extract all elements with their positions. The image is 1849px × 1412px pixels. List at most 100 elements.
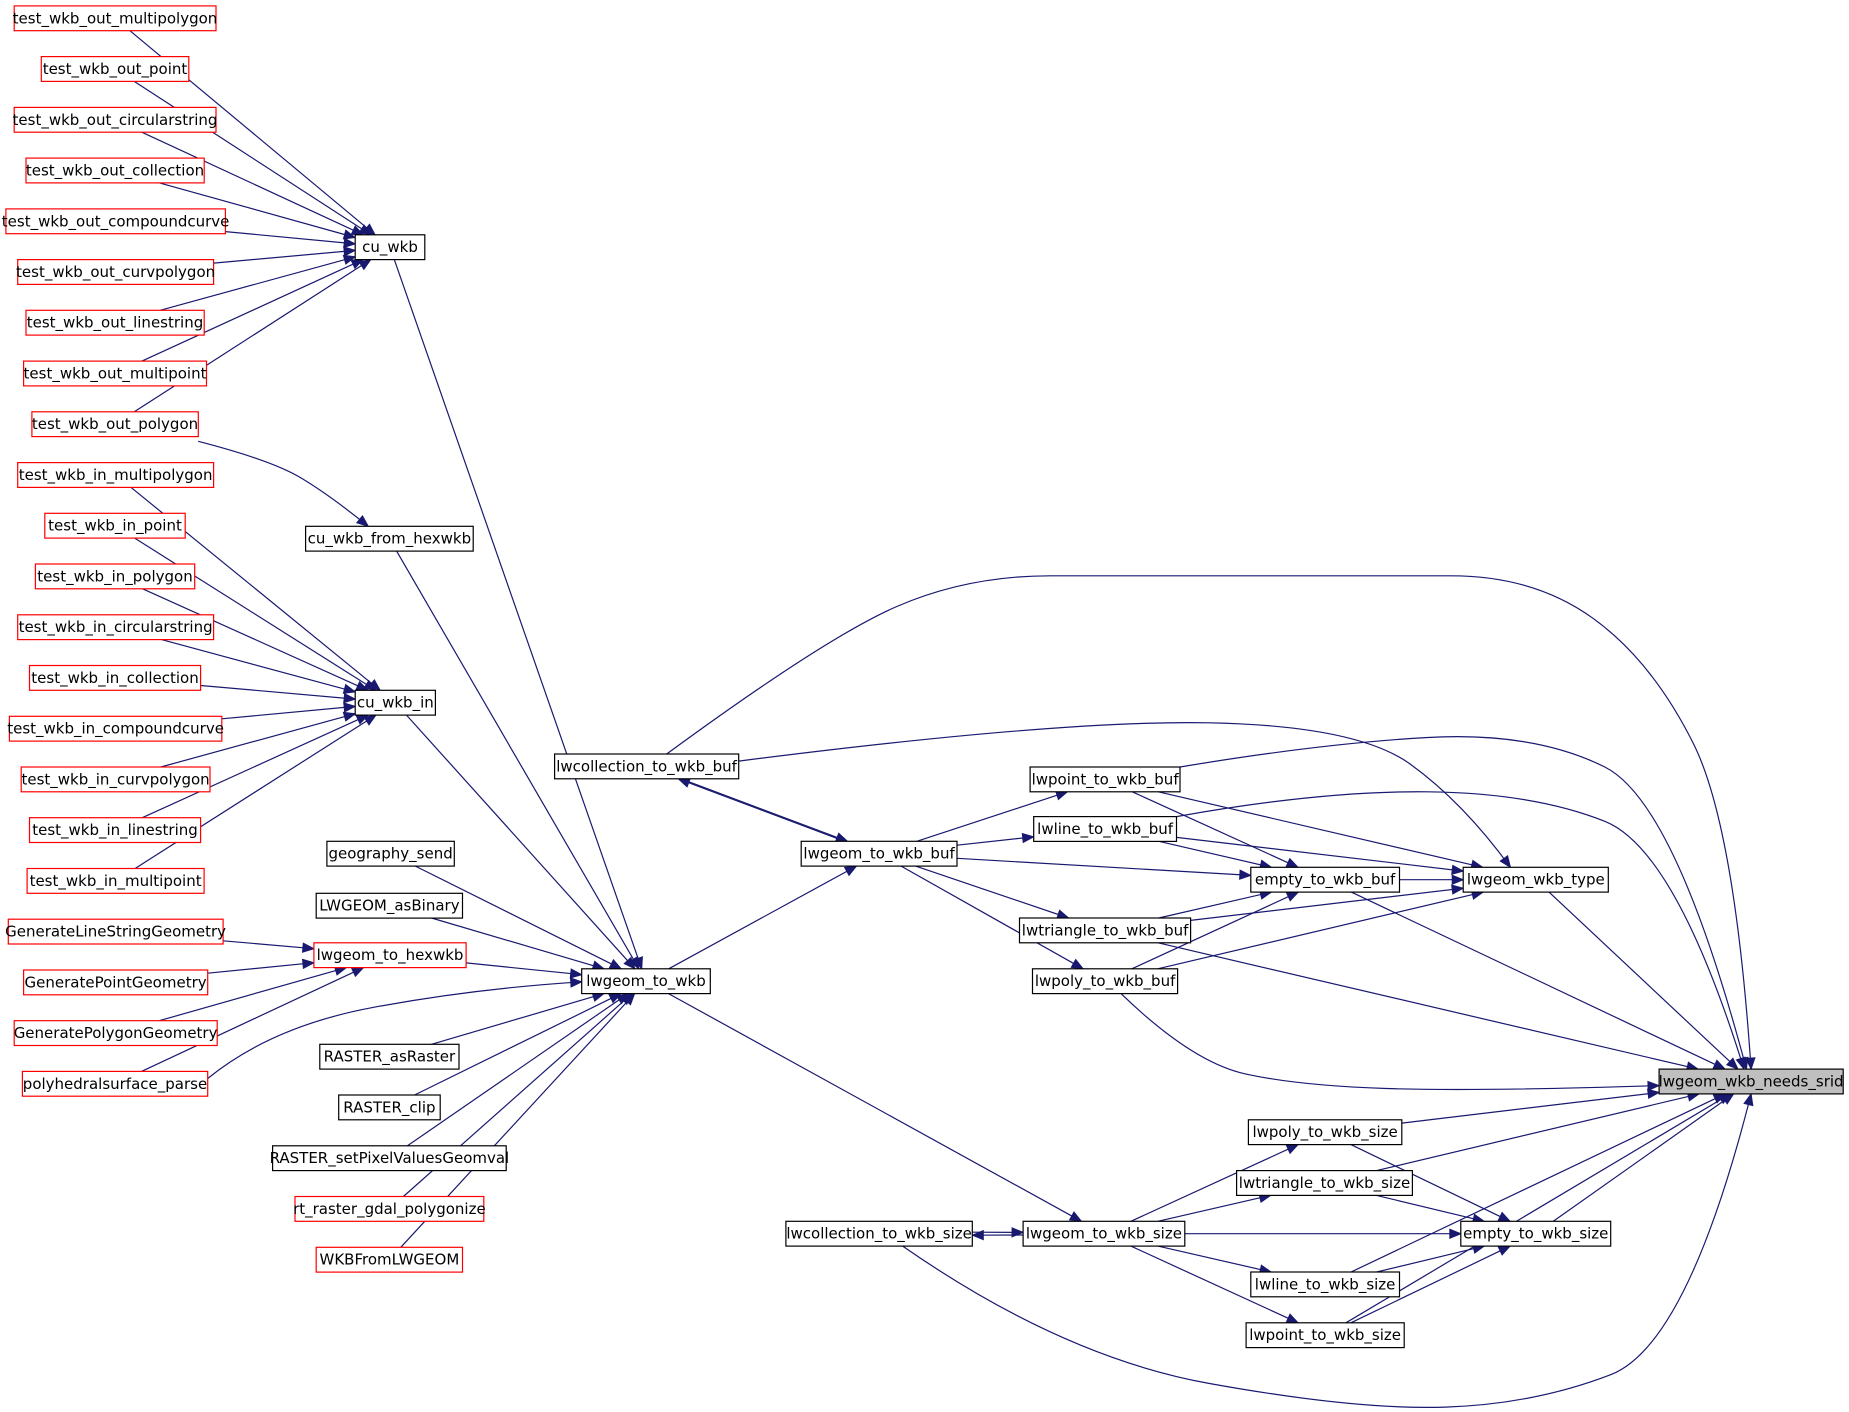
node-box[interactable] xyxy=(28,817,202,844)
node-lwtriangle_to_wkb_size[interactable]: lwtriangle_to_wkb_size xyxy=(1235,1169,1413,1196)
node-box[interactable] xyxy=(354,234,426,261)
node-test_wkb_in_curvpolygon[interactable]: test_wkb_in_curvpolygon xyxy=(20,766,211,793)
node-test_wkb_out_multipoint[interactable]: test_wkb_out_multipoint xyxy=(23,360,208,387)
node-test_wkb_in_compoundcurve[interactable]: test_wkb_in_compoundcurve xyxy=(7,715,224,742)
node-lwgeom_wkb_needs_srid[interactable]: lwgeom_wkb_needs_srid xyxy=(1658,1068,1844,1095)
node-test_wkb_out_linestring[interactable]: test_wkb_out_linestring xyxy=(25,309,205,336)
node-lwline_to_wkb_size[interactable]: lwline_to_wkb_size xyxy=(1250,1271,1401,1298)
node-box[interactable] xyxy=(305,525,474,552)
node-box[interactable] xyxy=(319,1043,460,1070)
node-box[interactable] xyxy=(23,969,209,996)
node-box[interactable] xyxy=(1250,1271,1401,1298)
node-box[interactable] xyxy=(1018,917,1192,944)
node-box[interactable] xyxy=(23,360,208,387)
node-box[interactable] xyxy=(13,5,217,32)
node-lwgeom_to_wkb_size[interactable]: lwgeom_to_wkb_size xyxy=(1022,1220,1186,1247)
node-box[interactable] xyxy=(1033,815,1178,842)
node-test_wkb_out_circularstring[interactable]: test_wkb_out_circularstring xyxy=(13,106,218,133)
node-GenerateLineStringGeometry[interactable]: GenerateLineStringGeometry xyxy=(5,918,226,945)
node-box[interactable] xyxy=(44,512,186,539)
node-cu_wkb_from_hexwkb[interactable]: cu_wkb_from_hexwkb xyxy=(305,525,474,552)
node-test_wkb_out_compoundcurve[interactable]: test_wkb_out_compoundcurve xyxy=(2,208,230,235)
node-box[interactable] xyxy=(581,968,711,995)
node-box[interactable] xyxy=(25,309,205,336)
node-box[interactable] xyxy=(17,462,215,489)
node-box[interactable] xyxy=(20,766,211,793)
node-box[interactable] xyxy=(1245,1322,1405,1349)
node-test_wkb_in_collection[interactable]: test_wkb_in_collection xyxy=(28,664,202,691)
node-box[interactable] xyxy=(553,753,740,780)
node-polyhedralsurface_parse[interactable]: polyhedralsurface_parse xyxy=(21,1070,209,1097)
node-box[interactable] xyxy=(1029,766,1181,793)
node-box[interactable] xyxy=(40,55,190,82)
node-cu_wkb[interactable]: cu_wkb xyxy=(354,234,426,261)
node-lwgeom_wkb_type[interactable]: lwgeom_wkb_type xyxy=(1462,866,1609,893)
node-box[interactable] xyxy=(1658,1068,1844,1095)
node-RASTER_clip[interactable]: RASTER_clip xyxy=(338,1094,441,1121)
node-lwgeom_to_wkb[interactable]: lwgeom_to_wkb xyxy=(581,968,711,995)
node-test_wkb_in_multipoint[interactable]: test_wkb_in_multipoint xyxy=(26,867,205,894)
node-box[interactable] xyxy=(28,664,202,691)
node-cu_wkb_in[interactable]: cu_wkb_in xyxy=(354,689,437,716)
node-box[interactable] xyxy=(326,840,455,867)
node-box[interactable] xyxy=(313,942,467,969)
node-box[interactable] xyxy=(1031,968,1179,995)
node-box[interactable] xyxy=(31,411,199,438)
node-box[interactable] xyxy=(315,892,464,919)
node-box[interactable] xyxy=(1022,1220,1186,1247)
node-RASTER_setPixelValuesGeomval[interactable]: RASTER_setPixelValuesGeomval xyxy=(270,1145,510,1172)
node-box[interactable] xyxy=(7,918,224,945)
node-box[interactable] xyxy=(13,106,217,133)
node-empty_to_wkb_buf[interactable]: empty_to_wkb_buf xyxy=(1250,866,1401,893)
node-box[interactable] xyxy=(315,1246,464,1273)
node-box[interactable] xyxy=(21,1070,209,1097)
node-lwpoly_to_wkb_size[interactable]: lwpoly_to_wkb_size xyxy=(1247,1119,1403,1146)
node-box[interactable] xyxy=(25,157,205,184)
node-lwgeom_to_wkb_buf[interactable]: lwgeom_to_wkb_buf xyxy=(800,840,958,867)
node-test_wkb_out_point[interactable]: test_wkb_out_point xyxy=(40,55,190,82)
node-test_wkb_out_multipolygon[interactable]: test_wkb_out_multipolygon xyxy=(13,5,218,32)
node-test_wkb_in_multipolygon[interactable]: test_wkb_in_multipolygon xyxy=(17,462,215,489)
node-test_wkb_out_polygon[interactable]: test_wkb_out_polygon xyxy=(31,411,199,438)
node-box[interactable] xyxy=(13,1020,218,1047)
node-empty_to_wkb_size[interactable]: empty_to_wkb_size xyxy=(1460,1220,1612,1247)
node-box[interactable] xyxy=(800,840,958,867)
node-lwpoint_to_wkb_buf[interactable]: lwpoint_to_wkb_buf xyxy=(1029,766,1181,793)
node-box[interactable] xyxy=(1250,866,1401,893)
node-box[interactable] xyxy=(294,1195,485,1222)
node-lwtriangle_to_wkb_buf[interactable]: lwtriangle_to_wkb_buf xyxy=(1018,917,1192,944)
node-box[interactable] xyxy=(1247,1119,1403,1146)
node-box[interactable] xyxy=(17,614,215,641)
node-test_wkb_in_linestring[interactable]: test_wkb_in_linestring xyxy=(28,817,202,844)
node-LWGEOM_asBinary[interactable]: LWGEOM_asBinary xyxy=(315,892,464,919)
node-GeneratePointGeometry[interactable]: GeneratePointGeometry xyxy=(23,969,209,996)
node-box[interactable] xyxy=(785,1220,973,1247)
node-rt_raster_gdal_polygonize[interactable]: rt_raster_gdal_polygonize xyxy=(293,1195,486,1222)
node-test_wkb_in_point[interactable]: test_wkb_in_point xyxy=(44,512,186,539)
node-test_wkb_in_polygon[interactable]: test_wkb_in_polygon xyxy=(34,563,196,590)
node-lwpoly_to_wkb_buf[interactable]: lwpoly_to_wkb_buf xyxy=(1031,968,1179,995)
node-box[interactable] xyxy=(1460,1220,1612,1247)
node-box[interactable] xyxy=(17,259,215,286)
node-box[interactable] xyxy=(354,689,437,716)
node-box[interactable] xyxy=(338,1094,441,1121)
node-WKBFromLWGEOM[interactable]: WKBFromLWGEOM xyxy=(315,1246,464,1273)
node-GeneratePolygonGeometry[interactable]: GeneratePolygonGeometry xyxy=(13,1020,218,1047)
node-RASTER_asRaster[interactable]: RASTER_asRaster xyxy=(319,1043,460,1070)
node-box[interactable] xyxy=(1462,866,1609,893)
node-box[interactable] xyxy=(272,1145,507,1172)
node-box[interactable] xyxy=(5,208,227,235)
node-test_wkb_out_collection[interactable]: test_wkb_out_collection xyxy=(25,157,205,184)
node-lwpoint_to_wkb_size[interactable]: lwpoint_to_wkb_size xyxy=(1245,1322,1405,1349)
node-box[interactable] xyxy=(8,715,223,742)
node-lwline_to_wkb_buf[interactable]: lwline_to_wkb_buf xyxy=(1033,815,1178,842)
node-test_wkb_in_circularstring[interactable]: test_wkb_in_circularstring xyxy=(17,614,215,641)
node-lwgeom_to_hexwkb[interactable]: lwgeom_to_hexwkb xyxy=(313,942,467,969)
node-test_wkb_out_curvpolygon[interactable]: test_wkb_out_curvpolygon xyxy=(16,259,215,286)
node-geography_send[interactable]: geography_send xyxy=(326,840,455,867)
node-lwcollection_to_wkb_buf[interactable]: lwcollection_to_wkb_buf xyxy=(553,753,740,780)
node-box[interactable] xyxy=(26,867,205,894)
node-box[interactable] xyxy=(34,563,196,590)
node-lwcollection_to_wkb_size[interactable]: lwcollection_to_wkb_size xyxy=(785,1220,973,1247)
node-box[interactable] xyxy=(1235,1169,1413,1196)
